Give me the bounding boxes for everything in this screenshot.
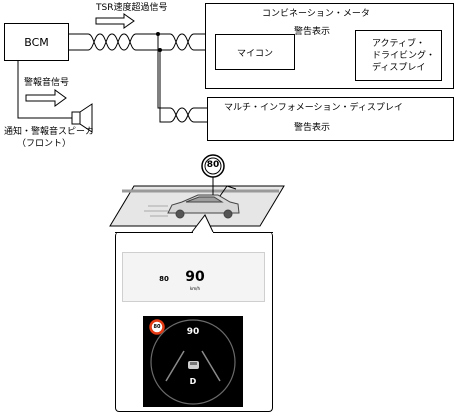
road-sign-speed-text: 80 — [206, 160, 220, 170]
twisted-pair-cable — [69, 33, 158, 51]
twisted-pair-cable — [157, 34, 207, 123]
microcomputer-label: マイコン — [236, 48, 273, 59]
mid-car-icon-overlay — [188, 361, 199, 369]
mid-sign-speed-text: 80 — [153, 324, 161, 330]
hud-speed-value: 90 — [185, 269, 205, 285]
callout-pointer — [191, 214, 214, 233]
warning-display-label: 警告表示 — [294, 27, 331, 37]
mid-speed-sign-overlay — [149, 319, 165, 335]
detection-lines — [219, 185, 237, 197]
mid-lane-lines-overlay — [165, 350, 221, 382]
active-driving-display-line3: ディスプレイ — [372, 63, 426, 73]
mid-warning-display-label: 警告表示 — [294, 123, 331, 133]
speaker-label-sub: （フロント） — [17, 139, 72, 149]
car-icon — [167, 194, 240, 219]
active-driving-display-box: アクティブ・ ドライビング・ ディスプレイ — [355, 30, 442, 81]
tsr-signal-arrow — [95, 13, 135, 29]
bcm-box: BCM — [4, 23, 69, 61]
multi-info-display-box: マルチ・インフォメーション・ディスプレイ 警告表示 — [207, 97, 454, 141]
bcm-label: BCM — [24, 35, 49, 49]
combination-meter-box: コンビネーション・メータ 警告表示 マイコン アクティブ・ ドライビング・ ディ… — [205, 3, 454, 89]
tsr-signal-label: TSR速度超過信号 — [96, 3, 168, 13]
warning-sound-label: 警報音信号 — [24, 78, 70, 88]
hud-speed-unit: km/h — [189, 286, 201, 291]
mid-gauge-ring-inner — [150, 319, 236, 405]
speaker-icon — [71, 103, 93, 133]
motion-lines — [144, 205, 168, 217]
speaker-label: 通知・警報音スピーカ — [4, 127, 95, 137]
callout-frame-top-right — [213, 232, 273, 233]
hud-sign-speed-text: 80 — [159, 275, 169, 283]
mid-gear-indicator: D — [189, 377, 197, 386]
warning-sound-arrow — [25, 89, 67, 107]
active-driving-display-line2: ドライビング・ — [372, 51, 436, 61]
combination-meter-title: コンビネーション・メータ — [262, 9, 370, 19]
multi-info-display-title: マルチ・インフォメーション・ディスプレイ — [224, 103, 403, 113]
speaker-wire — [17, 61, 72, 119]
microcomputer-box: マイコン — [215, 34, 295, 70]
active-driving-display-line1: アクティブ・ — [372, 39, 426, 49]
callout-frame-top-left — [115, 232, 193, 233]
hud-panel — [122, 252, 265, 302]
road-sign-inner-ring — [204, 157, 222, 175]
mid-speed-value: 90 — [186, 327, 200, 337]
